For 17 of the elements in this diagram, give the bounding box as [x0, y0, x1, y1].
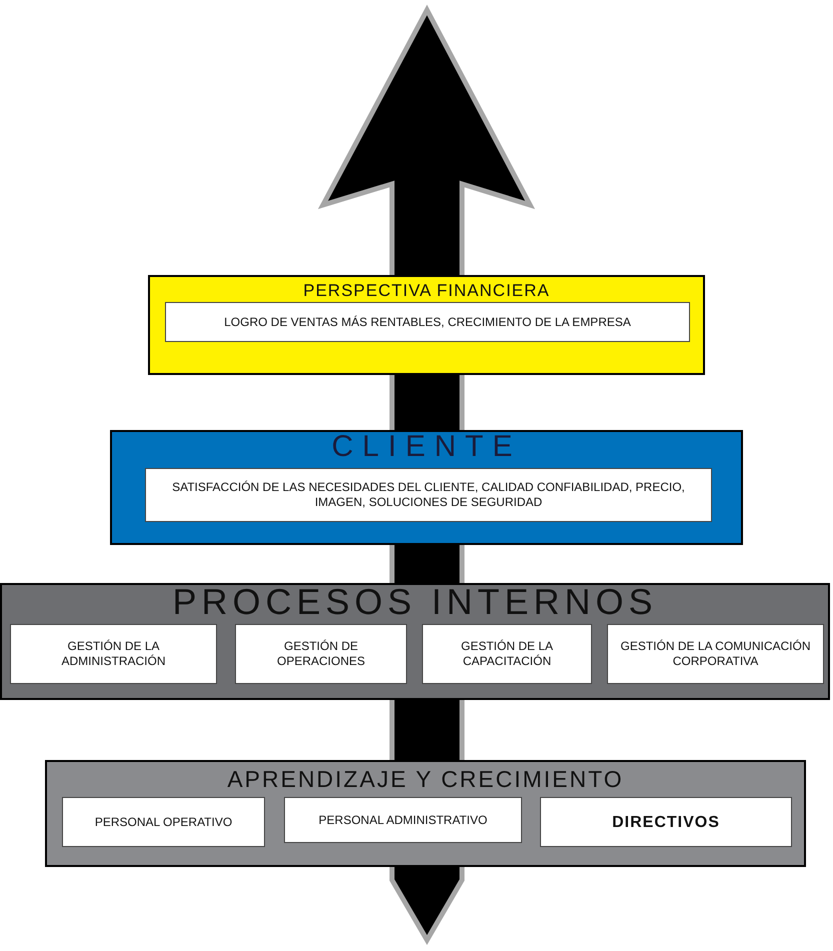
text-box: LOGRO DE VENTAS MÁS RENTABLES, CRECIMIENTO DE LA EMPRESA — [165, 302, 690, 342]
text-box: PERSONAL ADMINISTRATIVO — [284, 797, 522, 843]
customer-band — [110, 430, 743, 545]
band-title: APRENDIZAJE Y CRECIMIENTO — [226, 766, 625, 793]
band-title: PERSPECTIVA FINANCIERA — [302, 281, 551, 301]
text-box: GESTIÓN DE LA ADMINISTRACIÓN — [10, 624, 217, 684]
text-box: GESTIÓN DE LA COMUNICACIÓN CORPORATIVA — [607, 624, 824, 684]
text-box: DIRECTIVOS — [540, 797, 792, 847]
band-title: CLIENTE — [330, 430, 522, 464]
text-box: GESTIÓN DE OPERACIONES — [235, 624, 407, 684]
text-box: PERSONAL OPERATIVO — [62, 797, 265, 847]
text-box: GESTIÓN DE LA CAPACITACIÓN — [422, 624, 592, 684]
learning-band — [45, 760, 806, 867]
text-box: SATISFACCIÓN DE LAS NECESIDADES DEL CLIENTE, CALIDAD CONFIABILIDAD, PRECIO, IMAGEN, SOLUCIONES DE SEGURIDAD — [145, 468, 712, 522]
band-title: PROCESOS INTERNOS — [171, 581, 659, 623]
internal-process-band — [0, 583, 830, 700]
financial-band — [148, 275, 705, 375]
